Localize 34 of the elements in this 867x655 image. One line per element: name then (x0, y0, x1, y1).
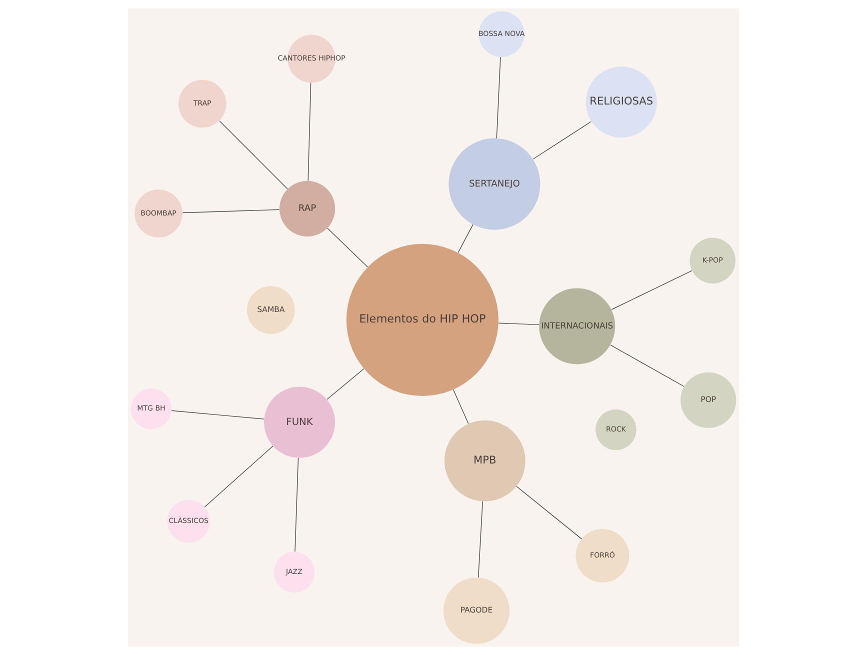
node-circle: Elementos do HIP HOP (346, 244, 498, 396)
node-circle: K-POP (690, 238, 736, 284)
connector (458, 224, 474, 253)
connector (610, 344, 684, 387)
node-circle: BOSSA NOVA (478, 11, 524, 57)
node-circle: MTG BH (130, 388, 172, 430)
node-circle: TRAP (178, 80, 226, 128)
connector (327, 228, 368, 268)
node-circle: MPB (444, 420, 526, 502)
connector (219, 120, 288, 190)
connector (478, 501, 483, 578)
connector (171, 410, 264, 420)
connector (498, 322, 540, 326)
connector (516, 486, 582, 540)
connector (496, 56, 501, 139)
node-circle: ROCK (596, 409, 636, 450)
connector (611, 270, 692, 310)
connector (326, 368, 364, 400)
connector (294, 458, 299, 552)
node-circle: BOOMBAP (134, 190, 182, 238)
connector (182, 209, 280, 214)
node-circle: JAZZ (274, 552, 315, 593)
connector (308, 82, 312, 182)
node-circle: INTERNACIONAIS (539, 288, 616, 364)
node-circle: RAP (280, 180, 336, 237)
node-circle: FUNK (264, 386, 336, 458)
node-circle: FORRÓ (576, 529, 630, 583)
connector (452, 389, 469, 424)
connector (532, 121, 592, 160)
node-circle: CLÀSSICOS (167, 500, 210, 543)
node-label: CANTORES HIPHOP (278, 53, 346, 62)
node-circle: SERTANEJO (448, 138, 540, 230)
node-circle: RELIGIOSAS (586, 66, 657, 138)
connector (204, 446, 274, 508)
